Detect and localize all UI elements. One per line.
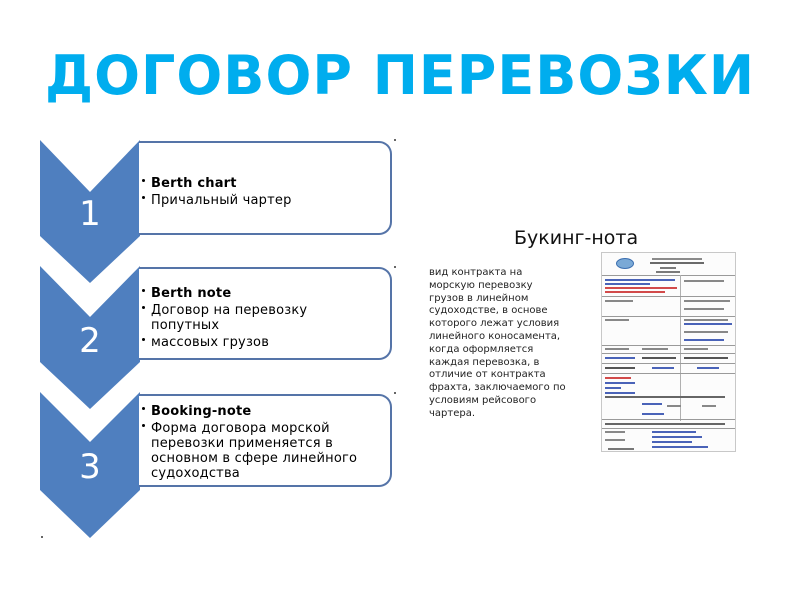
chevron-shape-icon (40, 266, 140, 409)
artifact-dot (41, 536, 43, 538)
step-1-chevron: 1 (40, 140, 140, 285)
artifact-dot (394, 392, 396, 394)
step-2-box: Berth note Договор на перевозку попутных… (139, 267, 392, 360)
list-item: массовых грузов (142, 335, 384, 350)
step-2-chevron: 2 (40, 266, 140, 411)
booking-note-heading: Букинг-нота (514, 227, 639, 249)
step-3-list: Booking-note Форма договора морской пере… (142, 404, 384, 483)
artifact-dot (394, 266, 396, 268)
list-item: Причальный чартер (142, 193, 384, 208)
list-item: Booking-note (142, 404, 384, 419)
step-number: 1 (79, 194, 101, 234)
step-number: 3 (79, 447, 101, 487)
list-item: Форма договора морской перевозки применя… (142, 421, 376, 481)
step-3-chevron: 3 (40, 392, 140, 539)
list-item: Berth note (142, 286, 384, 301)
booking-note-document-image (601, 252, 736, 452)
step-number: 2 (79, 321, 101, 361)
list-item: Договор на перевозку попутных (142, 303, 321, 333)
chevron-shape-icon (40, 392, 140, 538)
slide-title: ДОГОВОР ПЕРЕВОЗКИ (44, 44, 756, 107)
step-3-box: Booking-note Форма договора морской пере… (139, 394, 392, 487)
step-1-box: Berth chart Причальный чартер (139, 141, 392, 235)
step-2-list: Berth note Договор на перевозку попутных… (142, 286, 384, 352)
list-item: Berth chart (142, 176, 384, 191)
step-1-list: Berth chart Причальный чартер (142, 176, 384, 210)
chevron-shape-icon (40, 140, 140, 283)
artifact-dot (394, 139, 396, 141)
booking-note-description: вид контракта на морскую перевозку грузо… (429, 267, 566, 419)
company-logo-icon (616, 258, 634, 269)
